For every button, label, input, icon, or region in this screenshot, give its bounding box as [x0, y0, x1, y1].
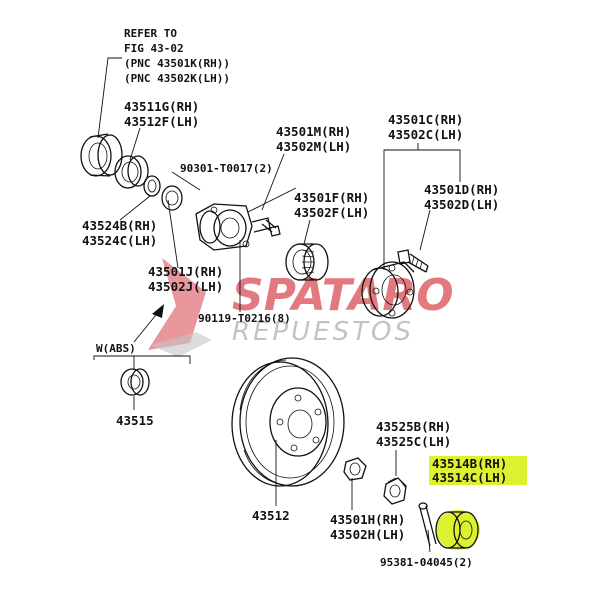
label-43512: 43512: [252, 508, 290, 523]
bearing-43501F: [285, 243, 329, 281]
disc-rotor-43512: [231, 357, 345, 487]
cap-43514B: [435, 511, 479, 549]
label-43524C: 43524C(LH): [82, 233, 157, 248]
label-95381: 95381-04045(2): [380, 556, 473, 569]
label-43502J: 43502J(LH): [148, 279, 223, 294]
race-43512F: [114, 155, 149, 189]
seal-43515: [120, 368, 150, 396]
label-90301: 90301-T0017(2): [180, 162, 273, 175]
label-43511G: 43511G(RH): [124, 99, 199, 114]
label-43524B: 43524B(RH): [82, 218, 157, 233]
label-43515: 43515: [116, 413, 154, 428]
leader-lines: [93, 57, 461, 553]
hub-43501M: [195, 203, 271, 251]
watermark-sub: REPUESTOS: [232, 317, 414, 347]
pin-95381: [418, 502, 437, 547]
label-43525C: 43525C(LH): [376, 434, 451, 449]
nut-43525B: [383, 477, 407, 505]
refer-line-3: (PNC 43501K(RH)): [124, 57, 230, 70]
refer-line-4: (PNC 43502K(LH)): [124, 72, 230, 85]
highlight-43514: [429, 456, 527, 485]
washer-43524B: [143, 175, 183, 211]
label-43501H: 43501H(RH): [330, 512, 405, 527]
label-43501F: 43501F(RH): [294, 190, 369, 205]
nut-43501H: [343, 457, 367, 481]
hub-43501C: [361, 261, 415, 319]
watermark-brand: SPATARO: [232, 270, 454, 321]
label-43514C: 43514C(LH): [432, 470, 507, 485]
highlight-seal-43514: [436, 510, 480, 550]
watermark: SPATARO REPUESTOS: [148, 258, 454, 357]
bolt-43501D: [397, 249, 429, 273]
label-43514B: 43514B(RH): [432, 456, 507, 471]
label-43501J: 43501J(RH): [148, 264, 223, 279]
bolt-90301: [261, 219, 281, 237]
seal-43511G: [80, 133, 123, 177]
label-43502H: 43502H(LH): [330, 527, 405, 542]
watermark-logo-shape-gray: [150, 332, 212, 357]
label-wabs: W(ABS): [96, 342, 136, 355]
label-43501M: 43501M(RH): [276, 124, 351, 139]
label-43525B: 43525B(RH): [376, 419, 451, 434]
label-43501D: 43501D(RH): [424, 182, 499, 197]
label-43502M: 43502M(LH): [276, 139, 351, 154]
label-43502F: 43502F(LH): [294, 205, 369, 220]
abs-arrow: [133, 304, 164, 343]
refer-line-1: REFER TO: [124, 27, 177, 40]
label-43501C: 43501C(RH): [388, 112, 463, 127]
label-43502C: 43502C(LH): [388, 127, 463, 142]
watermark-logo-shape: [148, 258, 206, 350]
refer-line-2: FIG 43-02: [124, 42, 184, 55]
label-43512F: 43512F(LH): [124, 114, 199, 129]
label-90119: 90119-T0216(8): [198, 312, 291, 325]
label-43502D: 43502D(LH): [424, 197, 499, 212]
